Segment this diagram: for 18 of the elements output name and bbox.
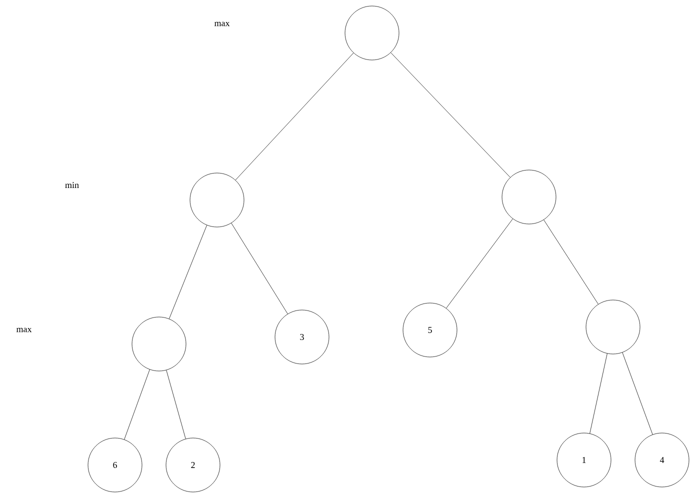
tree-edge (168, 225, 208, 319)
tree-edge (622, 352, 653, 435)
empty-circle (344, 6, 400, 60)
tree-edge (544, 220, 598, 304)
tree-edge (124, 369, 150, 440)
empty-circle (586, 300, 640, 354)
empty-circle (190, 172, 244, 228)
level-label: min (65, 182, 79, 188)
empty-circle (132, 316, 186, 372)
level-label: max (214, 22, 230, 26)
tree-edge (235, 52, 354, 180)
level-label: max (16, 328, 32, 332)
tree-edge (166, 370, 186, 440)
tree-edge (231, 222, 288, 314)
tree-edge (446, 218, 513, 308)
tree-edge (390, 52, 510, 178)
empty-circle (502, 170, 556, 224)
tree-edge (590, 353, 608, 434)
